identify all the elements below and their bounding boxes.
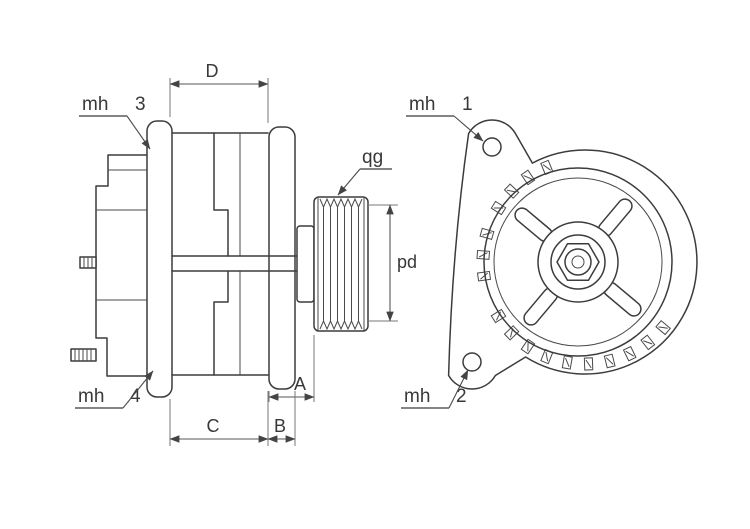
vent-slot: [583, 357, 594, 371]
callout-mh3: mh 3: [79, 94, 151, 150]
label-dimension-d: D: [206, 61, 219, 81]
callout-mh4: mh 4: [75, 370, 154, 409]
vent-slot: [561, 355, 573, 370]
pulley-front: [483, 167, 673, 357]
terminal-stud-lower: [70, 348, 97, 362]
mounting-hole-top: [482, 137, 502, 157]
mounting-plate-rear: [146, 120, 173, 398]
rear-housing: [95, 154, 151, 377]
dimension-c: C: [169, 391, 269, 446]
dimension-pd: pd: [368, 204, 417, 322]
callout-mh1-number: 1: [462, 94, 473, 115]
terminal-stud-upper: [79, 256, 97, 269]
callout-mh2-number: 2: [456, 386, 467, 407]
dimension-d: D: [169, 61, 269, 123]
label-dimension-pd: pd: [397, 252, 417, 272]
dimensions: D pd A C B: [169, 61, 417, 446]
callout-mh3-label: mh: [82, 94, 108, 115]
label-dimension-a: A: [294, 374, 306, 394]
label-dimension-b: B: [274, 416, 286, 436]
label-dimension-c: C: [207, 416, 220, 436]
pulley-groove-lines: [323, 207, 359, 321]
side-view: [70, 120, 369, 398]
callout-mh1-label: mh: [409, 94, 435, 115]
shaft-spacer: [296, 225, 315, 303]
callouts: mh 3 mh 4 mh 1 mh 2 qg: [75, 94, 484, 409]
callout-qg-label: qg: [362, 147, 383, 168]
pulley-rim-outer: [483, 167, 673, 357]
dimension-a: A: [268, 335, 315, 402]
stator-body: [171, 132, 298, 376]
mounting-hole-bottom: [462, 352, 482, 372]
callout-mh3-number: 3: [135, 94, 146, 115]
callout-mh4-label: mh: [78, 386, 104, 407]
callout-mh2: mh 2: [401, 369, 469, 409]
dimension-b: B: [267, 391, 296, 446]
callout-mh2-label: mh: [404, 386, 430, 407]
pulley-groove-ridges-top: [319, 197, 363, 209]
vent-slot: [476, 249, 491, 260]
pulley-groove-ridges-bottom: [319, 319, 363, 331]
shaft-end-circle: [564, 248, 592, 276]
pulley-rim-inner: [493, 177, 663, 347]
shaft-center: [571, 255, 585, 269]
pulley-side: [313, 196, 369, 332]
callout-mh1: mh 1: [406, 94, 484, 142]
front-view: [447, 119, 698, 390]
callout-qg: qg: [337, 147, 392, 196]
callout-mh4-number: 4: [130, 386, 141, 407]
mounting-plate-front: [268, 126, 296, 390]
